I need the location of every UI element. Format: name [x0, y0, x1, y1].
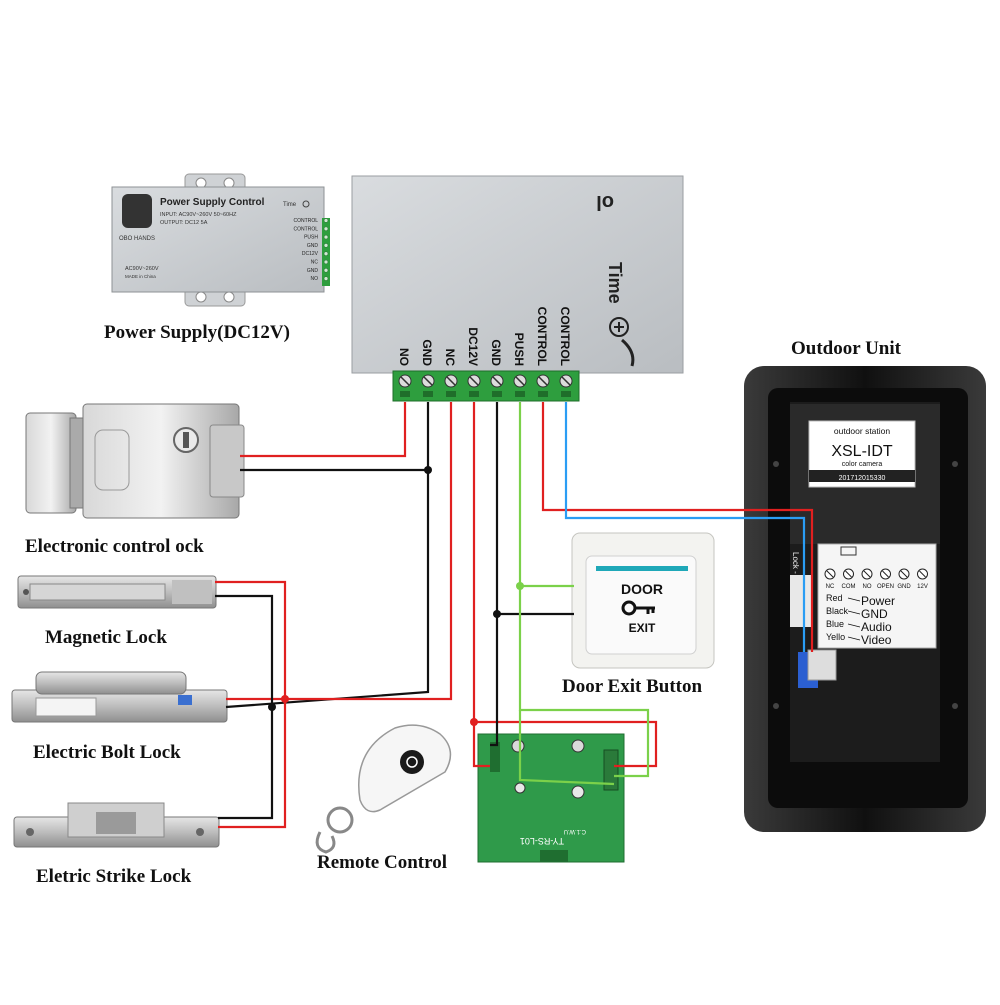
main-power-supply: ol Time NO GND NC DC12V GND PUSH CONTROL CONTRO… — [351, 175, 684, 402]
psu-output-spec: OUTPUT: DC12 5A — [160, 220, 208, 226]
psu-brand: OBO HANDS — [119, 236, 155, 242]
small-psu-terminal-label: CONTROL — [294, 218, 319, 224]
outdoor-wire-color-label: Blue — [826, 619, 844, 629]
caption-bolt-lock: Electric Bolt Lock — [33, 742, 181, 763]
outdoor-terminal-label: GND — [897, 584, 911, 590]
outdoor-wire-function-label: Video — [861, 633, 892, 647]
main-psu-terminal-label: GND — [420, 339, 434, 366]
main-psu-ol-label: ol — [596, 191, 614, 213]
outdoor-terminal-label: NC — [826, 584, 835, 590]
psu-time-label: Time — [283, 202, 297, 208]
caption-remote-control: Remote Control — [317, 852, 447, 873]
psu-ac-spec: AC90V~260V — [125, 266, 159, 272]
relay-board: TY-RS-L01 C.1.W.U — [477, 733, 625, 863]
psu-input-spec: INPUT: AC90V~260V 50~60HZ — [160, 212, 237, 218]
outdoor-terminal-label: COM — [842, 584, 856, 590]
outdoor-terminal-label: NO — [863, 584, 872, 590]
relay-model-text: TY-RS-L01 — [520, 836, 564, 846]
main-psu-terminal-block — [392, 370, 580, 402]
outdoor-wire-function-label: Audio — [861, 620, 892, 634]
small-psu-terminal-label: PUSH — [304, 235, 318, 241]
small-psu-terminal-label: CONTROL — [294, 226, 319, 232]
main-psu-time-label: Time — [605, 262, 625, 304]
outdoor-terminal-label: OPEN — [877, 584, 894, 590]
caption-electronic-lock: Electronic control ock — [25, 536, 204, 557]
main-psu-terminal-label: CONTROL — [558, 307, 572, 366]
small-psu-terminal-label: GND — [307, 243, 319, 249]
small-psu-terminal-label: NC — [311, 260, 319, 266]
exit-button-bottom-label: EXIT — [629, 621, 656, 635]
caption-door-exit-button: Door Exit Button — [562, 676, 703, 697]
caption-outdoor-unit: Outdoor Unit — [791, 338, 901, 359]
outdoor-terminal-label: 12V — [917, 584, 928, 590]
time-knob-icon — [609, 317, 629, 337]
outdoor-wiring-label — [817, 543, 937, 649]
door-exit-button: DOOR EXIT — [571, 532, 715, 669]
electric-bolt-lock — [11, 671, 228, 723]
outdoor-wire-function-label: Power — [861, 594, 895, 608]
main-psu-terminal-label: CONTROL — [535, 307, 549, 366]
magnetic-lock — [17, 575, 217, 609]
outdoor-station-text: outdoor station — [834, 426, 891, 436]
small-psu-terminal-label: GND — [307, 268, 319, 274]
remote-control — [315, 724, 452, 854]
relay-sub-text: C.1.W.U — [564, 828, 586, 834]
caption-magnetic-lock: Magnetic Lock — [45, 627, 167, 648]
outdoor-wire-color-label: Yello — [826, 632, 845, 642]
psu-title: Power Supply Control — [160, 197, 265, 208]
remote-power-button-icon — [400, 750, 424, 774]
outdoor-camera-text: color camera — [842, 461, 883, 468]
main-psu-terminal-label: NC — [443, 349, 457, 367]
small-psu-terminal-label: DC12V — [302, 251, 319, 257]
outdoor-serial-text: 201712015330 — [839, 475, 886, 482]
small-power-supply: OBO HANDS Power Supply Control INPUT: AC… — [111, 173, 330, 307]
main-psu-terminal-label: DC12V — [466, 327, 480, 366]
electronic-control-lock — [25, 403, 245, 519]
outdoor-unit: outdoor station XSL-IDT color camera 201… — [744, 366, 986, 832]
outdoor-model-text: XSL-IDT — [831, 443, 893, 460]
wires — [215, 402, 814, 829]
outdoor-wire-color-label: Red — [826, 593, 843, 603]
psu-made-in: MADE in China — [125, 274, 156, 279]
electric-strike-lock — [13, 802, 220, 848]
outdoor-wire-function-label: GND — [861, 607, 888, 621]
main-psu-terminal-label: GND — [489, 339, 503, 366]
outdoor-wire-color-label: Black — [826, 606, 849, 616]
main-psu-terminal-label: NO — [397, 348, 411, 366]
outdoor-lock-label: Lock - Lock — [791, 552, 800, 594]
caption-strike-lock: Eletric Strike Lock — [36, 866, 192, 887]
small-psu-terminal-label: NO — [311, 276, 319, 282]
exit-button-top-label: DOOR — [621, 581, 663, 597]
caption-power-supply: Power Supply(DC12V) — [104, 322, 290, 343]
main-psu-terminal-label: PUSH — [512, 333, 526, 366]
